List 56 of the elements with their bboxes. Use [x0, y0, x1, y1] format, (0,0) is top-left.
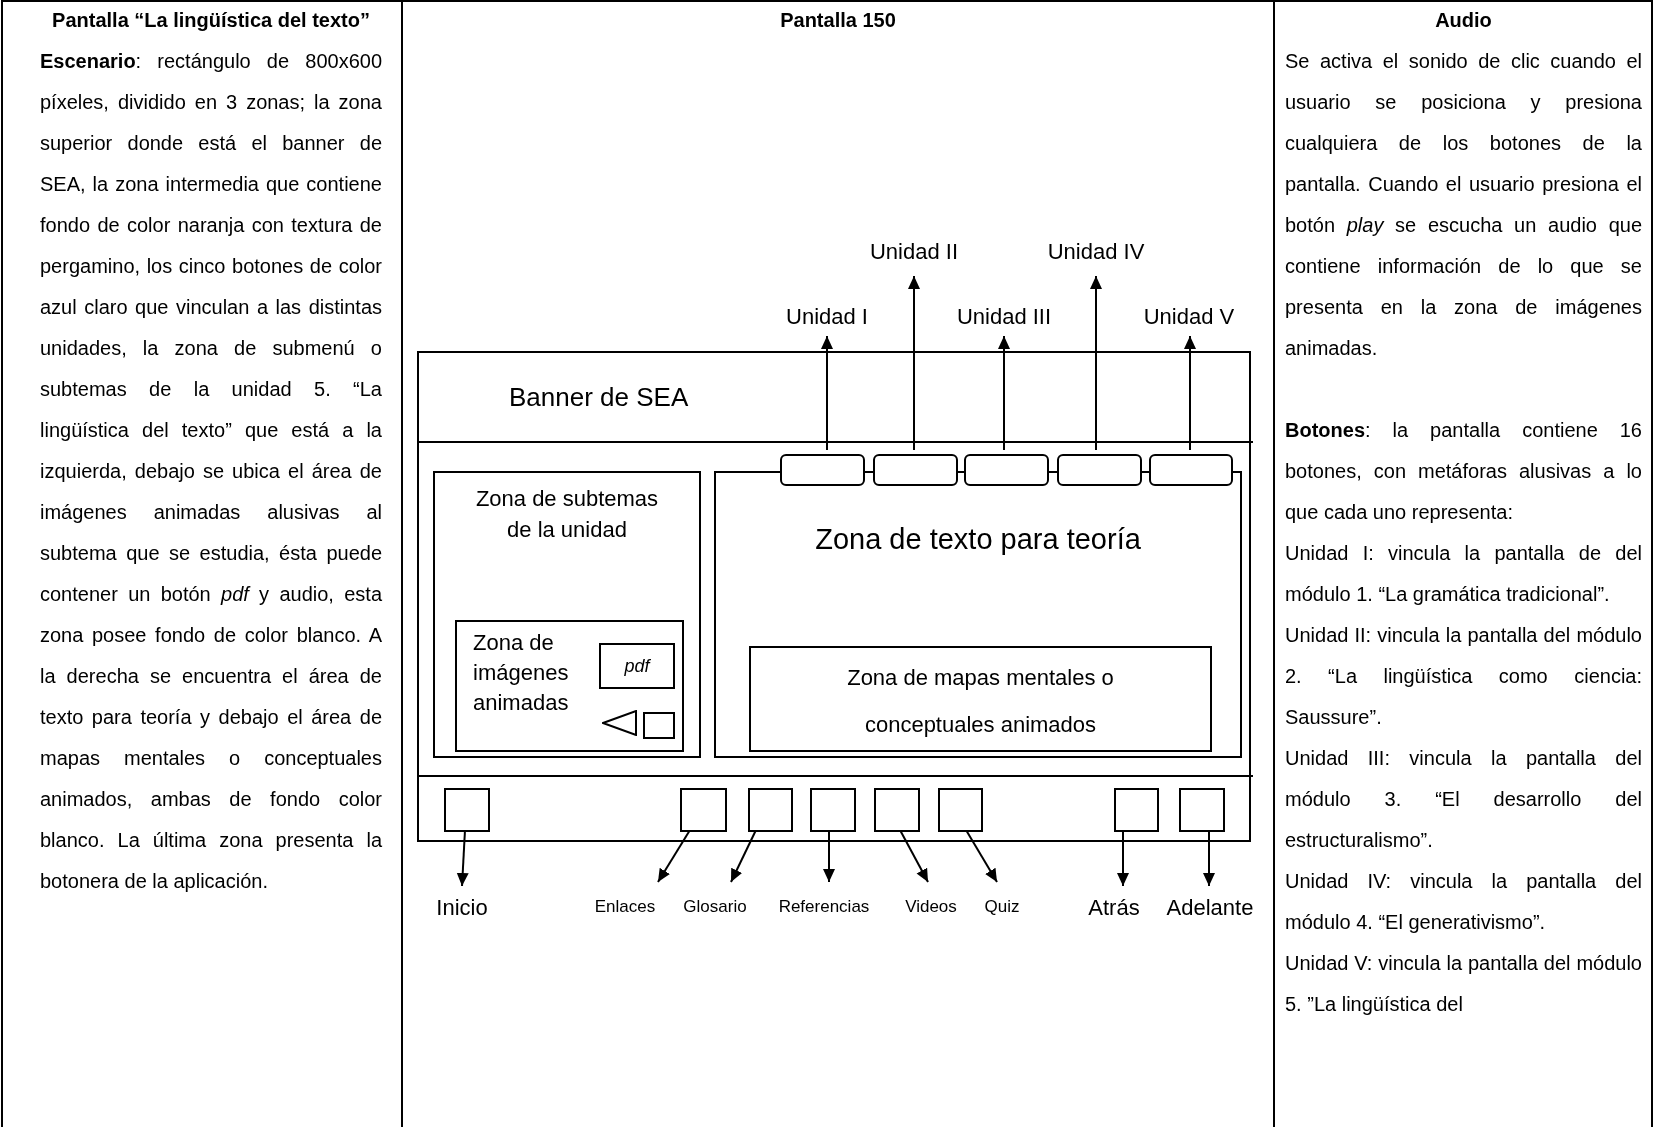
zone-label: pdf	[623, 654, 652, 678]
nav-button	[874, 788, 920, 832]
button-label: Unidad IV	[1040, 226, 1152, 276]
nav-button	[938, 788, 983, 832]
button-label: Atrás	[1082, 886, 1146, 928]
column-heading: Pantalla “La lingüística del texto”	[51, 8, 371, 33]
paragraph: Unidad V: vincula la pantalla del módulo 5. ”La lingüística del	[1285, 951, 1642, 1017]
column-heading: Audio	[1434, 8, 1493, 33]
unit-button	[780, 454, 865, 486]
paragraph: Unidad II: vincula la pantalla del módulo 2. “La lingüística como ciencia: Saussure”.	[1285, 623, 1642, 730]
unit-button	[1057, 454, 1142, 486]
animated-images-zone	[455, 620, 684, 752]
unit-button	[1149, 454, 1233, 486]
zone-label: Zona de texto para teoría	[814, 522, 1142, 557]
button-label: Unidad I	[777, 296, 877, 336]
paragraph: Unidad IV: vincula la pantalla del módulo 4. “El generativismo”.	[1285, 869, 1642, 935]
nav-button	[810, 788, 856, 832]
button-label: Videos	[901, 882, 961, 932]
nav-button	[748, 788, 793, 832]
paragraph: Unidad III: vincula la pantalla del módulo 3. “El desarrollo del estructuralismo”.	[1285, 746, 1642, 853]
zone-label: Zona de imágenes animadas	[473, 629, 570, 717]
nav-button	[1179, 788, 1225, 832]
button-label: Enlaces	[586, 882, 664, 932]
button-label: Inicio	[422, 886, 502, 928]
paragraph: Escenario: rectángulo de 800x600 píxeles, dividido en 3 zonas; la zona superior donde está el banner de SEA, la zona intermedia que contiene fondo de color naranja con textura de pergamino, los cinco botones de color azul claro que vinculan a las distintas unidades, la zona de submenú o subtemas de la unidad 5. “La lingüística del texto” que está a la izquierda, debajo se ubica el área de imágenes animadas alusivas al subtema que se estudia, ésta puede contener un botón pdf y audio, esta zona posee fondo de color blanco. A la derecha se encuentra el área de texto para teoría y debajo el área de mapas mentales o conceptuales animados, ambas de fondo color blanco. La última zona presenta la botonera de la aplicación.	[40, 49, 382, 894]
audio-button	[643, 712, 675, 739]
unit-button	[964, 454, 1049, 486]
mind-maps-zone	[749, 646, 1212, 752]
button-label: Adelante	[1162, 886, 1258, 928]
zone-label: Banner de SEA	[509, 381, 689, 413]
column-heading: Pantalla 150	[779, 8, 897, 33]
button-label: Unidad III	[948, 296, 1060, 336]
unit-button	[873, 454, 958, 486]
arrow	[1184, 335, 1196, 451]
arrow	[1090, 275, 1102, 451]
arrow	[908, 275, 920, 451]
button-label: Unidad V	[1134, 296, 1244, 336]
button-label: Glosario	[677, 882, 753, 932]
arrow	[821, 335, 833, 451]
nav-button	[680, 788, 727, 832]
nav-button	[1114, 788, 1159, 832]
content-zone	[419, 441, 1253, 777]
zone-label: Zona de mapas mentales o conceptuales animados	[846, 664, 1115, 739]
paragraph: Se activa el sonido de clic cuando el usuario se posiciona y presiona cualquiera de los botones de la pantalla. Cuando el usuario presiona el botón play se escucha un audio que contiene información de lo que se presenta en la zona de imágenes animadas.	[1285, 49, 1642, 361]
pdf-button	[599, 643, 675, 689]
button-label: Quiz	[980, 882, 1024, 932]
zone-label: Zona de subtemas de la unidad	[474, 485, 660, 544]
arrow	[998, 335, 1010, 451]
paragraph: Botones: la pantalla contiene 16 botones, con metáforas alusivas a lo que cada uno representa:	[1285, 418, 1642, 525]
button-label: Referencias	[772, 882, 876, 932]
screen-frame	[417, 351, 1251, 842]
button-label: Unidad II	[860, 226, 968, 276]
paragraph: Unidad I: vincula la pantalla de del módulo 1. “La gramática tradicional”.	[1285, 541, 1642, 607]
subtopics-zone	[433, 471, 701, 758]
nav-button	[444, 788, 490, 832]
play-triangle-icon	[602, 710, 637, 736]
